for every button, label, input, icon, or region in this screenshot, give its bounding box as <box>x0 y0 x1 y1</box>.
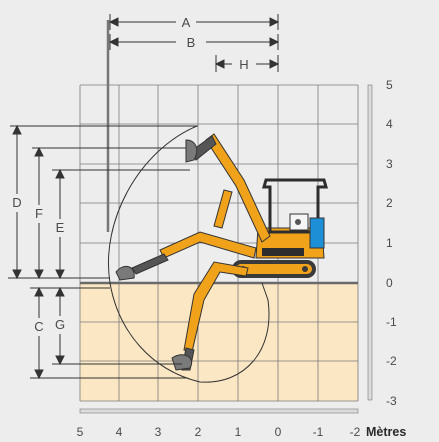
dimension-label-e: E <box>56 220 65 235</box>
dimension-label-h: H <box>239 57 248 72</box>
boom-raised <box>205 133 271 243</box>
dimension-label-f: F <box>35 206 43 221</box>
y-tick-label: 5 <box>386 78 393 92</box>
dimension-label-c: C <box>34 319 43 334</box>
dimension-lines-top <box>108 14 280 72</box>
dimension-label-b: B <box>187 35 196 50</box>
vertical-scale-bar <box>367 84 373 401</box>
y-tick-label: 3 <box>386 157 393 171</box>
dimension-lines-left <box>8 124 198 380</box>
x-tick-label: 3 <box>155 425 162 439</box>
dimension-label-g: G <box>55 317 65 332</box>
y-tick-label: 1 <box>386 236 393 250</box>
y-tick-label: 4 <box>386 117 393 131</box>
y-tick-label: 2 <box>386 196 393 210</box>
boom-horizontal <box>159 231 257 259</box>
x-tick-label: 1 <box>235 425 242 439</box>
ground-area <box>80 283 358 401</box>
x-tick-label: 0 <box>275 425 282 439</box>
working-range-envelope <box>108 125 270 383</box>
y-tick-label: -2 <box>386 354 397 368</box>
y-tick-label: 0 <box>386 276 393 290</box>
x-axis-unit-label: Mètres <box>366 425 406 439</box>
x-tick-label: 5 <box>77 425 84 439</box>
x-tick-label: -1 <box>313 425 324 439</box>
side-panel <box>309 217 325 249</box>
dimension-label-d: D <box>12 195 21 210</box>
x-tick-label: 2 <box>195 425 202 439</box>
x-tick-label: -2 <box>350 425 361 439</box>
y-tick-label: -3 <box>386 394 397 408</box>
excavator <box>115 133 328 371</box>
dimension-label-a: A <box>182 15 191 30</box>
horizontal-scale-bar <box>79 408 359 414</box>
y-tick-label: -1 <box>386 315 397 329</box>
x-tick-label: 4 <box>116 425 123 439</box>
